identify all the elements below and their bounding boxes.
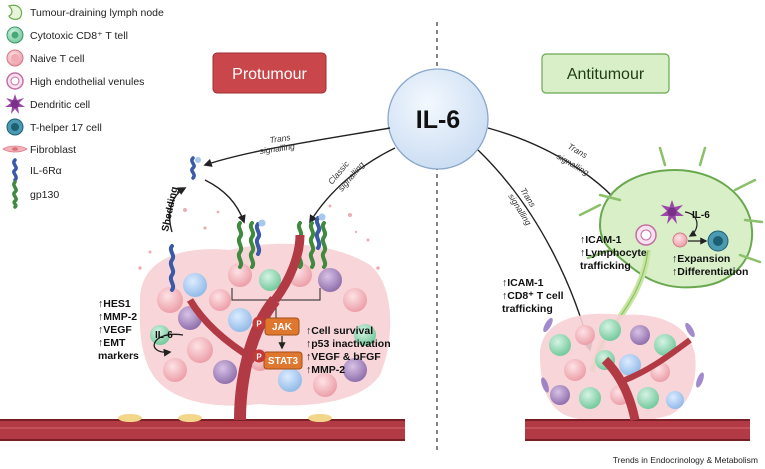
classic-signalling-arrow [309,147,396,224]
protumour-title: Protumour [232,66,307,83]
antitumour-tumour-mass [540,313,704,423]
il6-loop-arrow [684,211,698,237]
legend-label-fibroblast: Fibroblast [30,144,76,156]
dendritic-cell-icon [5,94,25,114]
svg-text:↑Differentiation: ↑Differentiation [672,266,748,278]
gp130-icon [12,180,18,209]
tumour-effects-list: ↑ICAM-1 ↑CD8⁺ T cell trafficking [502,277,564,315]
shedding-label: Shedding [160,186,180,233]
svg-text:↑Lymphocyte: ↑Lymphocyte [580,247,647,259]
svg-text:↑Expansion: ↑Expansion [672,253,730,265]
receptor-complexes [168,213,328,292]
il6r-receptor-1 [254,219,266,256]
lymph-node-icon [7,4,23,20]
il6-center-node: IL-6 [387,68,489,170]
il6r-alpha-icon [12,158,18,182]
legend-label-th17: T-helper 17 cell [30,122,102,134]
trans-signalling-arrow [203,127,391,167]
lymph-dendritic-cell [660,200,684,224]
antitumour-title: Antitumour [567,66,645,83]
legend: Tumour-draining lymph node Cytotoxic CD8… [2,4,164,209]
jak-stat-pathway: JAK P STAT3 P [252,316,303,370]
jak-phospho-label: P [256,320,262,329]
th17-cell-icon [6,118,24,136]
svg-text:↑MMP-2: ↑MMP-2 [306,364,345,376]
stat3-phospho-label: P [256,353,262,362]
shedding-arrow [168,187,187,233]
stat3-box [263,351,303,370]
trans-label-line2: signalling [259,141,296,156]
legend-label-il6r: IL-6Rα [30,165,62,177]
protumour-title-box: Protumour [212,52,327,94]
svg-text:↑EMT: ↑EMT [98,337,126,349]
membrane-il6r [168,244,176,292]
svg-text:↑ICAM-1: ↑ICAM-1 [580,234,622,246]
fibroblast-icon [2,145,28,153]
lymph-il6-label: IL-6 [692,210,710,221]
svg-text:↑HES1: ↑HES1 [98,298,131,310]
antitumour-title-box: Antitumour [541,53,670,94]
soluble-to-receptor-arrow [204,179,246,224]
lymph-effects-list: ↑ICAM-1 ↑Lymphocyte trafficking [580,234,647,272]
hev-cell [635,224,657,246]
il6-center-label: IL-6 [416,106,460,134]
svg-text:markers: markers [98,350,139,362]
legend-label-naive: Naive T cell [30,53,84,65]
right-effects-list: ↑Cell survival ↑p53 inactivation ↑VEGF &… [306,325,391,376]
legend-label-gp130: gp130 [30,189,59,201]
svg-text:trafficking: trafficking [580,260,631,272]
svg-text:↑ICAM-1: ↑ICAM-1 [502,277,544,289]
lymph-naive-t-cell [672,232,688,248]
hev-icon [6,72,24,90]
svg-text:↑CD8⁺ T cell: ↑CD8⁺ T cell [502,290,564,302]
trans-label-line1: Trans [269,132,292,145]
cd8-t-cell-icon [6,26,24,44]
expansion-list: ↑Expansion ↑Differentiation [672,253,748,278]
jak-box [264,317,300,336]
naive-t-cell-icon [6,49,24,67]
il6-autocrine-label: IL-6 [155,330,173,341]
svg-text:↑p53 inactivation: ↑p53 inactivation [306,338,391,350]
stat3-label: STAT3 [268,356,299,367]
svg-text:↑MMP-2: ↑MMP-2 [98,311,137,323]
svg-text:trafficking: trafficking [502,303,553,315]
left-effects-list: ↑HES1 ↑MMP-2 ↑VEGF ↑EMT markers [98,298,139,362]
antitumour-blood-vessel [525,337,750,441]
legend-label-dendritic: Dendritic cell [30,99,90,111]
lymph-th17-cell [707,230,729,252]
il6-autocrine-arrow [153,333,184,357]
svg-text:↑Cell survival: ↑Cell survival [306,325,373,337]
jak-phospho-badge [252,316,266,330]
jak-label: JAK [272,322,293,333]
legend-label-lymph-node: Tumour-draining lymph node [30,7,164,19]
stat3-phospho-badge [252,349,266,363]
legend-label-cd8: Cytotoxic CD8⁺ T tell [30,30,128,42]
svg-text:↑VEGF: ↑VEGF [98,324,132,336]
legend-label-hev: High endothelial venules [30,76,144,88]
protumour-blood-vessel [0,234,405,441]
il6r-receptor-2 [314,213,326,250]
credit-text: Trends in Endocrinology & Metabolism [613,455,758,465]
soluble-il6r-icon [190,156,201,180]
gp130-receptor-1 [236,221,256,269]
svg-text:↑VEGF & bFGF: ↑VEGF & bFGF [306,351,381,363]
